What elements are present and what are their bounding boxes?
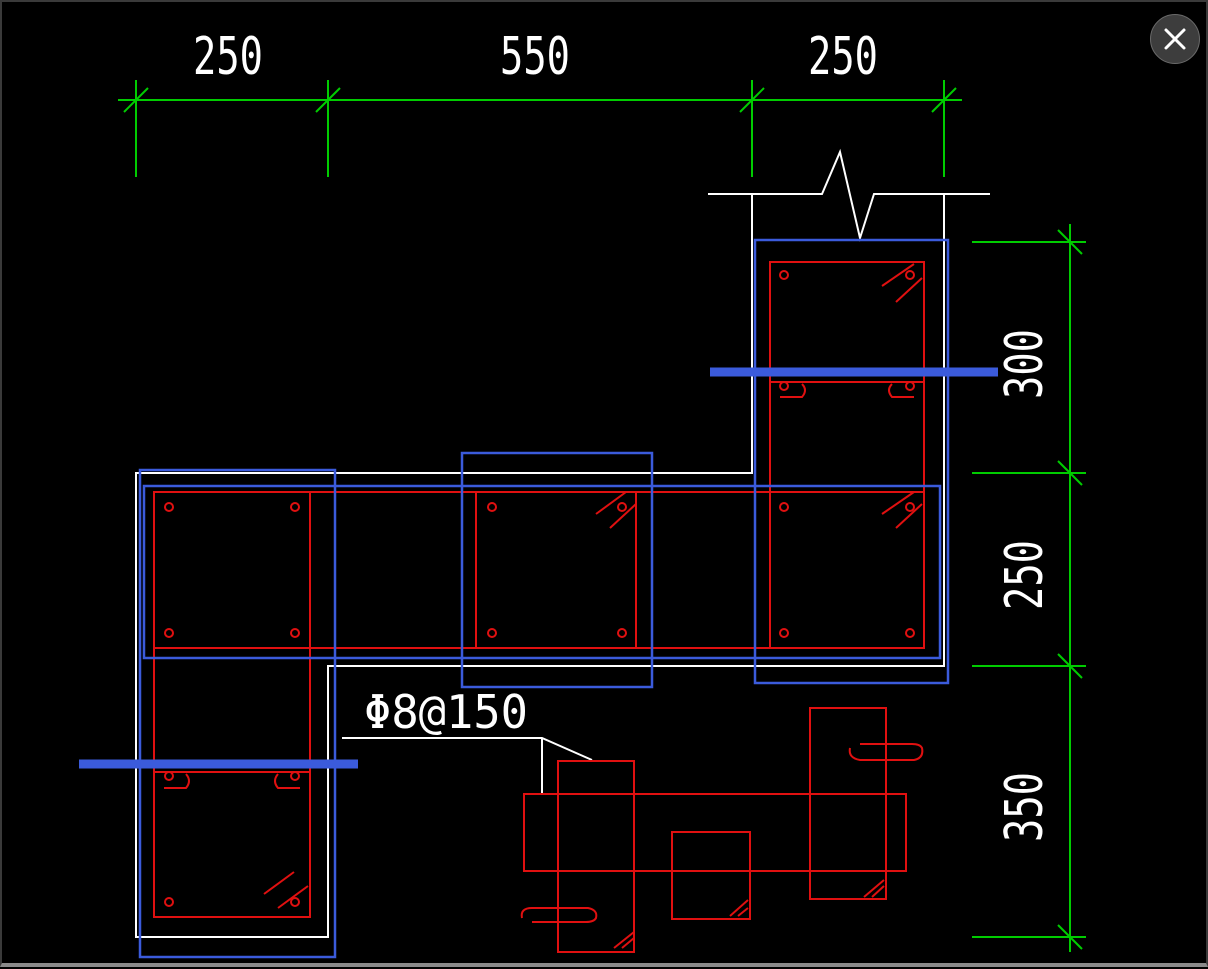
top-dim-1: 250 (193, 27, 263, 87)
close-icon (1164, 28, 1186, 50)
stirrups (153, 261, 925, 918)
rebar-note: Φ8@150 (364, 685, 528, 739)
longitudinal-bars (164, 270, 915, 907)
top-dim-3: 250 (808, 27, 878, 87)
stirrup-detail (520, 707, 924, 953)
column-outline (135, 148, 990, 938)
right-dimension-chain (972, 224, 1086, 952)
right-dim-1: 300 (995, 329, 1055, 399)
right-dim-3: 350 (995, 772, 1055, 842)
close-button[interactable] (1150, 14, 1200, 64)
section-cut-lines (79, 367, 998, 769)
note-leader (342, 737, 593, 794)
top-dim-2: 550 (500, 27, 570, 87)
right-dim-2: 250 (995, 540, 1055, 610)
top-dimension-chain (118, 80, 962, 177)
highlight-boxes (138, 238, 950, 959)
